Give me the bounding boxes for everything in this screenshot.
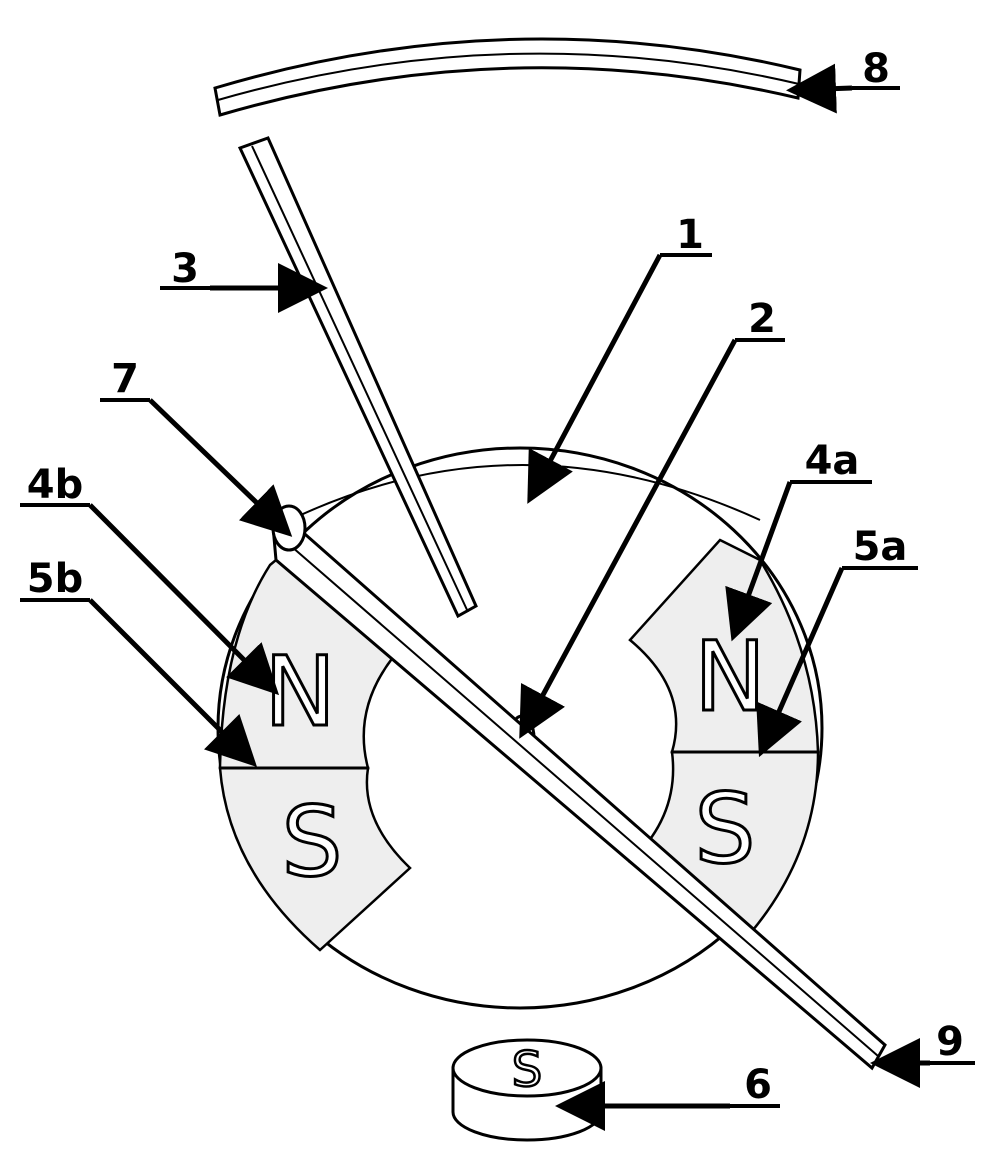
label-9: 9 xyxy=(936,1019,964,1065)
label-5a: 5a xyxy=(853,524,908,570)
leader-lines xyxy=(20,63,975,1131)
north-pole-right-letter: N xyxy=(694,621,766,733)
label-4a: 4a xyxy=(805,438,860,484)
cylinder-south-pole-letter: S xyxy=(512,1042,542,1098)
label-1: 1 xyxy=(676,212,704,258)
cylinder-magnet-part-6: S xyxy=(451,1038,603,1142)
north-pole-left-letter: N xyxy=(264,636,336,748)
label-6: 6 xyxy=(744,1062,772,1108)
south-pole-left-letter: S xyxy=(282,786,343,898)
label-5b: 5b xyxy=(27,556,83,602)
pointer-rod-part-3 xyxy=(237,136,478,619)
curved-strip-part-8 xyxy=(213,37,802,117)
label-4b: 4b xyxy=(27,462,83,508)
south-pole-right-letter: S xyxy=(695,773,756,885)
label-8: 8 xyxy=(862,46,890,92)
label-2: 2 xyxy=(748,296,776,342)
label-3: 3 xyxy=(171,246,199,292)
label-7: 7 xyxy=(111,356,139,402)
